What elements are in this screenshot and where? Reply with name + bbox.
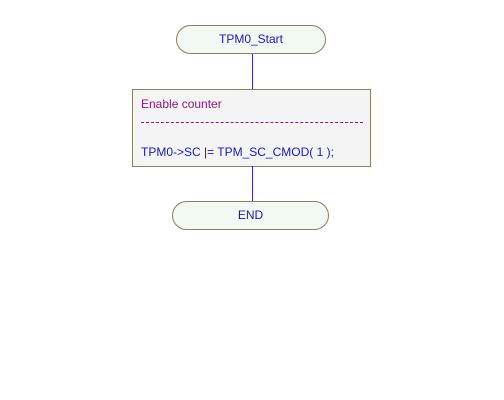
start-terminator[interactable]: TPM0_Start	[176, 25, 326, 54]
process-code: TPM0->SC |= TPM_SC_CMOD( 1 );	[141, 145, 334, 159]
end-label: END	[237, 208, 264, 222]
end-terminator[interactable]: END	[172, 201, 329, 230]
comment-separator	[141, 122, 363, 123]
process-block[interactable]: Enable counter TPM0->SC |= TPM_SC_CMOD( …	[132, 89, 371, 167]
connector-process-to-end	[252, 166, 253, 201]
process-comment: Enable counter	[141, 97, 222, 111]
connector-start-to-process	[252, 54, 253, 89]
start-label: TPM0_Start	[218, 32, 284, 46]
